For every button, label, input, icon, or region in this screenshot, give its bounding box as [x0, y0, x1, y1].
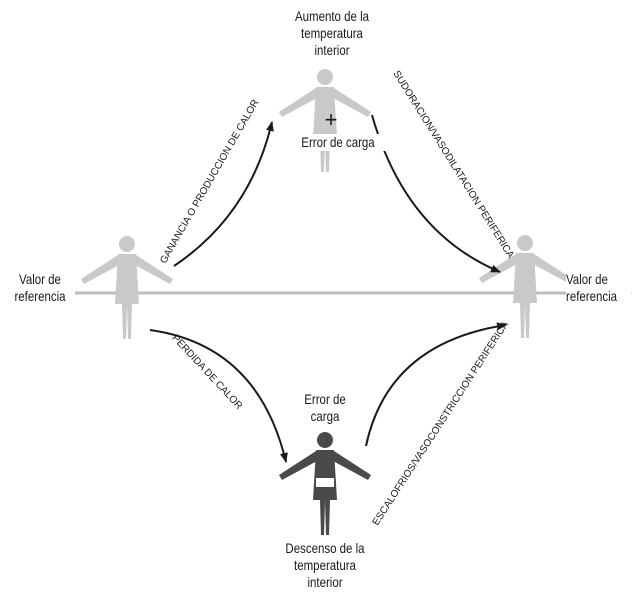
label-load-error-bottom: Error de carga [284, 391, 366, 425]
label-temp-decrease-line1: Descenso de la [285, 540, 365, 556]
label-temp-increase-line2: temperatura [301, 25, 363, 41]
label-shivering: ESCALOFRIOS/VASOCONSTRICCION PERIFERICA [371, 319, 512, 527]
label-temp-increase-line1: Aumento de la [294, 8, 370, 24]
label-reference-left-line1: Valor de [19, 271, 61, 287]
label-reference-right-line1: Valor de [566, 271, 608, 287]
label-temp-decrease-line2: temperatura [294, 557, 356, 573]
label-load-error-top: Error de carga [280, 134, 396, 151]
label-reference-right-line2: referencia [566, 288, 618, 304]
label-reference-left-line2: referencia [14, 288, 66, 304]
figure-right [479, 235, 571, 338]
label-reference-left: Valor de referencia [7, 271, 73, 305]
figure-bottom-belt [316, 478, 334, 487]
label-temp-decrease: Descenso de la temperatura interior [268, 540, 383, 591]
label-load-error-top-text: Error de carga [301, 134, 375, 150]
label-reference-right: Valor de referencia [566, 271, 632, 305]
label-temp-increase: Aumento de la temperatura interior [275, 8, 390, 59]
label-heat-loss: PERDIDA DE CALOR [169, 333, 244, 412]
label-temp-decrease-line3: interior [307, 574, 343, 590]
figure-left [81, 236, 173, 339]
label-load-error-bottom-line2: carga [310, 408, 340, 424]
label-heat-gain: GANANCIA O PRODUCCION DE CALOR [158, 98, 261, 266]
arrow-shivering [365, 322, 507, 447]
label-sweating: SUDORACION/VASODILATACION PERIFERICA [390, 69, 516, 261]
arrow-heat-gain [173, 121, 274, 267]
plus-sign: + [325, 107, 338, 132]
label-temp-increase-line3: interior [314, 42, 350, 58]
label-load-error-bottom-line1: Error de [304, 391, 346, 407]
arrow-heat-loss [149, 329, 288, 463]
